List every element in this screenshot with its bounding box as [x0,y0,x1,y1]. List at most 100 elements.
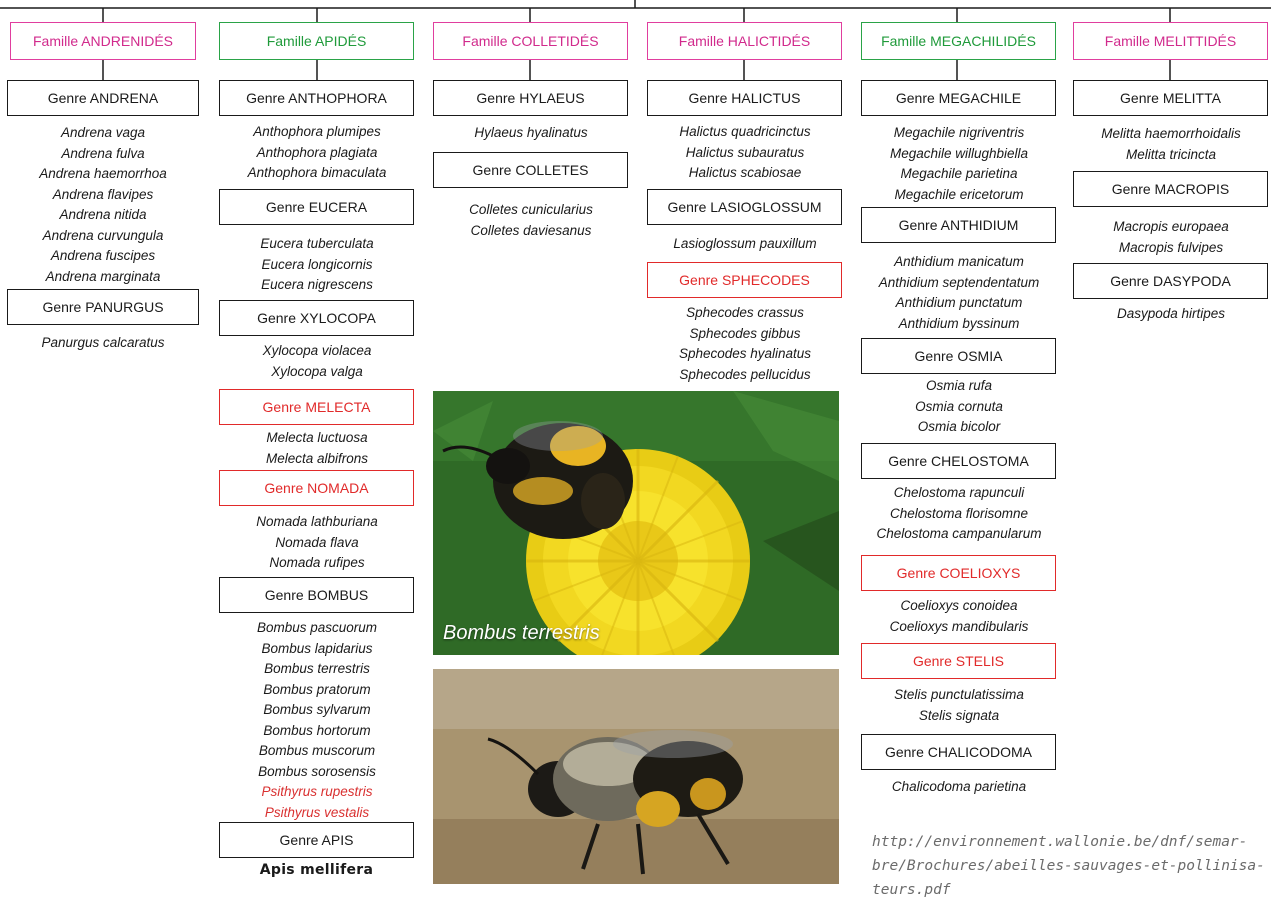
species-name: Anthidium manicatum [894,254,1024,269]
species-list-melecta: Melecta luctuosa Melecta albifrons [210,428,424,469]
genus-nomada: Genre NOMADA [219,470,414,506]
genus-apis: Genre APIS [219,822,414,858]
genus-stelis: Genre STELIS [861,643,1056,679]
species-name: Hylaeus hyalinatus [474,125,588,140]
species-list-xylocopa: Xylocopa violacea Xylocopa valga [210,341,424,382]
species-name: Andrena fuscipes [50,248,156,263]
species-name: Eucera tuberculata [260,236,374,251]
species-name: Halictus quadricinctus [679,124,811,139]
species-name: Bombus muscorum [258,743,376,758]
genus-melitta: Genre MELITTA [1073,80,1268,116]
genus-hylaeus: Genre HYLAEUS [433,80,628,116]
species-name: Sphecodes crassus [686,305,804,320]
species-apis-mellifera: Apis mellifera [259,862,374,878]
genus-melecta: Genre MELECTA [219,389,414,425]
species-name: Stelis signata [918,707,1000,723]
genus-bombus: Genre BOMBUS [219,577,414,613]
species-name: Megachile nigriventris [893,125,1025,140]
species-name: Chalicodoma parietina [891,779,1027,794]
photo-bee-on-ground [433,669,839,884]
genus-coelioxys: Genre COELIOXYS [861,555,1056,591]
source-url: http://environnement.wallonie.be/dnf/sem… [872,830,1267,902]
species-name: Bombus pratorum [263,681,371,697]
genus-eucera: Genre EUCERA [219,189,414,225]
species-name: Sphecodes pellucidus [679,366,811,382]
species-name: Xylocopa valga [271,363,363,379]
genus-colletes: Genre COLLETES [433,152,628,188]
species-name: Osmia cornuta [915,398,1003,414]
species-name: Sphecodes hyalinatus [678,346,812,361]
species-list-sphecodes: Sphecodes crassus Sphecodes gibbus Sphec… [638,303,852,385]
genus-megachile: Genre MEGACHILE [861,80,1056,116]
species-name: Melecta luctuosa [266,430,368,445]
species-name: Coelioxys conoidea [900,598,1018,613]
species-name: Eucera longicornis [261,256,373,272]
species-name: Andrena marginata [45,268,161,284]
species-name: Nomada rufipes [269,555,365,570]
family-andrenides: Famille ANDRENIDÉS [10,22,196,60]
genus-andrena: Genre ANDRENA [7,80,199,116]
source-url-line: bre/Brochures/abeilles-sauvages-et-polli… [872,858,1265,874]
species-name: Megachile ericetorum [894,186,1024,202]
family-halictides: Famille HALICTIDÉS [647,22,842,60]
species-name: Megachile willughbiella [889,145,1029,161]
species-list-hylaeus: Hylaeus hyalinatus [424,123,638,144]
species-name: Melitta haemorrhoidalis [1101,126,1241,141]
species-list-macropis: Macropis europaea Macropis fulvipes [1064,217,1271,258]
species-name: Anthidium byssinum [898,315,1020,331]
species-name: Anthidium septendentatum [878,274,1040,290]
species-name: Andrena nitida [59,207,147,222]
species-name: Bombus terrestris [264,661,370,676]
species-name: Anthophora plumipes [253,124,381,139]
species-name: Anthophora plagiata [256,144,378,160]
species-name: Andrena fulva [61,145,145,161]
species-list-anthidium: Anthidium manicatum Anthidium septendent… [852,252,1066,334]
species-list-anthophora: Anthophora plumipes Anthophora plagiata … [210,122,424,184]
species-name: Bombus pascuorum [256,620,378,635]
family-melittides: Famille MELITTIDÉS [1073,22,1268,60]
species-list-nomada: Nomada lathburiana Nomada flava Nomada r… [210,512,424,574]
species-list-eucera: Eucera tuberculata Eucera longicornis Eu… [210,234,424,296]
bee-on-ground-image [433,669,839,884]
genus-sphecodes: Genre SPHECODES [647,262,842,298]
photo-caption: Bombus terrestris [443,622,600,644]
species-name: Halictus subauratus [685,144,805,160]
species-list-halictus: Halictus quadricinctus Halictus subaurat… [638,122,852,184]
species-name: Sphecodes gibbus [689,325,801,341]
genus-anthophora: Genre ANTHOPHORA [219,80,414,116]
family-apides: Famille APIDÉS [219,22,414,60]
species-name: Andrena flavipes [52,186,154,202]
species-list-colletes: Colletes cunicularius Colletes daviesanu… [424,200,638,241]
species-name: Andrena vaga [60,125,146,140]
genus-halictus: Genre HALICTUS [647,80,842,116]
species-name: Osmia rufa [925,378,993,393]
species-list-chelostoma: Chelostoma rapunculi Chelostoma florisom… [852,483,1066,545]
species-name: Coelioxys mandibularis [889,618,1029,634]
species-name: Anthidium punctatum [895,295,1023,310]
species-list-coelioxys: Coelioxys conoidea Coelioxys mandibulari… [852,596,1066,637]
species-name: Nomada lathburiana [256,514,378,529]
species-list-andrena: Andrena vaga Andrena fulva Andrena haemo… [0,123,206,287]
species-name-parasitic: Psithyrus rupestris [261,784,373,799]
species-name: Melitta tricincta [1125,146,1217,162]
species-name: Lasioglossum pauxillum [673,236,817,251]
species-name: Osmia bicolor [917,419,1001,434]
species-name: Macropis europaea [1113,219,1229,234]
genus-dasypoda: Genre DASYPODA [1073,263,1268,299]
species-list-dasypoda: Dasypoda hirtipes [1064,304,1271,325]
species-name: Bombus lapidarius [261,640,373,656]
species-list-chalicodoma: Chalicodoma parietina [852,777,1066,798]
species-list-osmia: Osmia rufa Osmia cornuta Osmia bicolor [852,376,1066,438]
species-name: Andrena curvungula [42,227,164,243]
species-name: Colletes daviesanus [470,222,592,238]
genus-macropis: Genre MACROPIS [1073,171,1268,207]
family-colletides: Famille COLLETIDÉS [433,22,628,60]
species-list-lasioglossum: Lasioglossum pauxillum [638,234,852,255]
species-list-megachile: Megachile nigriventris Megachile willugh… [852,123,1066,205]
genus-xylocopa: Genre XYLOCOPA [219,300,414,336]
species-list-bombus: Bombus pascuorum Bombus lapidarius Bombu… [210,618,424,823]
source-url-line: http://environnement.wallonie.be/dnf/sem… [872,834,1248,850]
species-name: Panurgus calcaratus [41,335,165,350]
species-name: Colletes cunicularius [469,202,593,217]
species-name: Anthophora bimaculata [247,165,387,180]
